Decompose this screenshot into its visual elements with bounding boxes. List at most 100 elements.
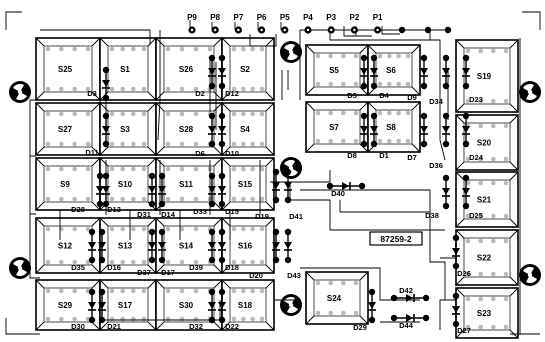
diode-d21: D21 bbox=[98, 288, 121, 331]
diode-d25: D25 bbox=[462, 174, 483, 220]
pin-p8: P8 bbox=[210, 13, 221, 34]
diode-d40: D40 bbox=[326, 182, 366, 198]
switch-s27: S27 bbox=[35, 102, 101, 156]
diode-d37: D37 bbox=[137, 228, 156, 277]
diode-label: D17 bbox=[161, 268, 175, 277]
diode-label: D1 bbox=[379, 151, 389, 160]
switch-s15: S15 bbox=[221, 157, 275, 211]
switch-s23: S23 bbox=[455, 287, 519, 339]
switch-label: S19 bbox=[477, 72, 492, 81]
switch-label: S9 bbox=[60, 180, 70, 189]
mounting-hole-icon bbox=[9, 81, 31, 103]
switch-s25: S25 bbox=[35, 37, 101, 101]
copper-trace bbox=[510, 38, 540, 335]
diode-d10: D10 bbox=[218, 112, 239, 158]
mounting-hole-icon bbox=[519, 264, 541, 286]
switch-label: S14 bbox=[179, 242, 194, 251]
switch-label: S17 bbox=[118, 301, 133, 310]
copper-trace bbox=[40, 29, 161, 141]
diode-label: D37 bbox=[137, 268, 151, 277]
diode-d19: D19 bbox=[255, 168, 280, 221]
diode-d36: D36 bbox=[429, 112, 450, 170]
diode-d8: D8 bbox=[347, 112, 368, 160]
diode-label: D21 bbox=[107, 322, 121, 331]
pin-label: P1 bbox=[373, 13, 383, 22]
diode-label: D14 bbox=[161, 210, 176, 219]
diode-label: D7 bbox=[407, 153, 417, 162]
pin-p7: P7 bbox=[234, 13, 244, 34]
switch-s1: S1 bbox=[99, 37, 157, 101]
switch-s16: S16 bbox=[221, 217, 275, 274]
switch-label: S25 bbox=[58, 65, 73, 74]
diode-label: D33 bbox=[193, 207, 207, 216]
diode-label: D29 bbox=[353, 323, 367, 332]
switch-label: S1 bbox=[120, 65, 130, 74]
diode-label: D35 bbox=[71, 263, 85, 272]
pin-label: P7 bbox=[234, 13, 244, 22]
switch-s22: S22 bbox=[455, 229, 519, 286]
diode-label: D32 bbox=[189, 322, 203, 331]
diode-label: D9 bbox=[407, 93, 417, 102]
diode-d41: D41 bbox=[284, 168, 303, 221]
diode-label: D18 bbox=[225, 263, 239, 272]
diode-label: D44 bbox=[399, 321, 414, 330]
diode-d43: D43 bbox=[284, 228, 301, 280]
board-id: 87259-2 bbox=[369, 231, 423, 246]
diode-label: D22 bbox=[225, 322, 239, 331]
diode-d15: D15 bbox=[218, 172, 239, 216]
copper-trace bbox=[439, 257, 456, 330]
diode-label: D4 bbox=[379, 91, 389, 100]
diode-d39: D39 bbox=[189, 228, 216, 272]
diode-label: D6 bbox=[195, 149, 205, 158]
diode-label: D10 bbox=[225, 149, 239, 158]
diode-d23: D23 bbox=[462, 54, 483, 104]
diode-label: D42 bbox=[399, 286, 413, 295]
switch-s2: S2 bbox=[221, 37, 275, 101]
switch-label: S16 bbox=[238, 242, 253, 251]
diode-label: D28 bbox=[71, 205, 85, 214]
pin-p4: P4 bbox=[303, 13, 313, 34]
switch-label: S2 bbox=[240, 65, 250, 74]
switch-s18: S18 bbox=[221, 279, 275, 331]
board-corner-mark bbox=[522, 11, 541, 30]
diode-d29: D29 bbox=[353, 288, 376, 332]
diode-label: D8 bbox=[347, 151, 357, 160]
diode-d4: D4 bbox=[370, 54, 390, 100]
diode-label: D16 bbox=[107, 263, 121, 272]
switch-label: S23 bbox=[477, 309, 492, 318]
copper-trace bbox=[29, 99, 40, 279]
switch-s5: S5 bbox=[305, 44, 369, 96]
switch-label: S5 bbox=[329, 66, 339, 75]
switch-label: S12 bbox=[58, 242, 73, 251]
switch-label: S30 bbox=[179, 301, 194, 310]
diode-label: D15 bbox=[225, 207, 239, 216]
diode-label: D2 bbox=[195, 89, 205, 98]
diode-label: D39 bbox=[189, 263, 203, 272]
solder-pad bbox=[398, 26, 406, 34]
diode-label: D3 bbox=[87, 89, 97, 98]
switch-label: S10 bbox=[118, 180, 133, 189]
switch-label: S7 bbox=[329, 123, 339, 132]
diode-d30: D30 bbox=[71, 288, 96, 331]
switch-label: S13 bbox=[118, 242, 133, 251]
diode-d13: D13 bbox=[102, 172, 121, 214]
diode-label: D40 bbox=[331, 189, 345, 198]
diode-label: D26 bbox=[457, 269, 471, 278]
pin-p1: P1 bbox=[373, 13, 383, 34]
copper-trace bbox=[419, 60, 449, 161]
solder-pad bbox=[444, 26, 452, 34]
diode-label: D23 bbox=[469, 95, 483, 104]
switch-s9: S9 bbox=[35, 157, 101, 211]
diode-label: D31 bbox=[137, 210, 151, 219]
switch-label: S3 bbox=[120, 125, 130, 134]
diode-d9: D9 bbox=[407, 54, 428, 102]
switch-label: S20 bbox=[477, 139, 492, 148]
diode-d28: D28 bbox=[71, 172, 104, 214]
switch-s4: S4 bbox=[221, 102, 275, 156]
copper-trace bbox=[59, 210, 231, 240]
switch-label: S29 bbox=[58, 301, 73, 310]
diode-d6: D6 bbox=[195, 112, 216, 158]
diode-label: D25 bbox=[469, 211, 483, 220]
diode-d12: D12 bbox=[218, 54, 239, 98]
